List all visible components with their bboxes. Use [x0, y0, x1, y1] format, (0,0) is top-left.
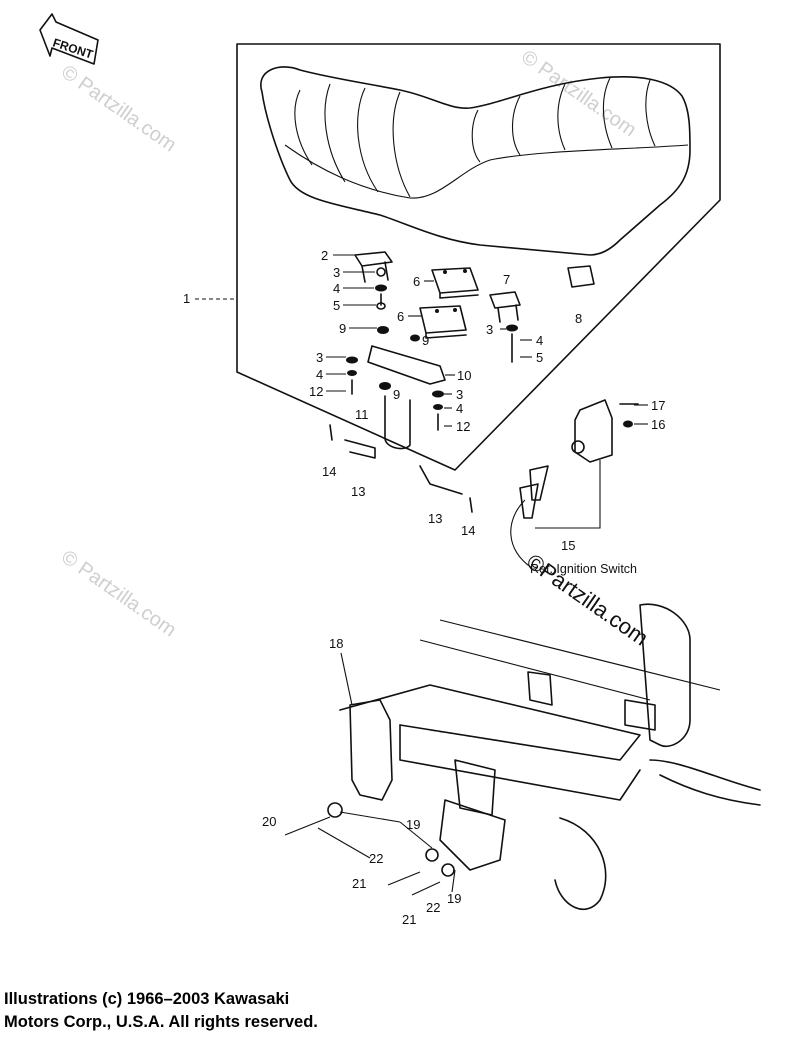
ignition-switch-reference: Ref. Ignition Switch: [530, 562, 637, 576]
callout-2: 2: [321, 248, 328, 263]
callout-numbers: 1 2 3 4 5 6 7 8 6 9 9 3 4 5 3 4 12 10 9 …: [183, 248, 665, 927]
frame-drawing: [284, 603, 761, 911]
callout-6b: 6: [397, 309, 404, 324]
callout-18: 18: [329, 636, 343, 651]
callout-13: 13: [351, 484, 365, 499]
callout-4b: 4: [536, 333, 543, 348]
callout-3: 3: [333, 265, 340, 280]
callout-3b: 3: [486, 322, 493, 337]
callout-7: 7: [503, 272, 510, 287]
watermark-top-right: © Partzilla.com: [517, 46, 640, 141]
callout-3c: 3: [316, 350, 323, 365]
callout-22: 22: [369, 851, 383, 866]
callout-5: 5: [333, 298, 340, 313]
callout-12: 12: [309, 384, 323, 399]
front-label: FRONT: [51, 36, 95, 62]
callout-21: 21: [352, 876, 366, 891]
callout-8: 8: [575, 311, 582, 326]
callout-4d: 4: [456, 401, 463, 416]
seat-drawing: [260, 66, 691, 256]
callout-10: 10: [457, 368, 471, 383]
callout-3d: 3: [456, 387, 463, 402]
callout-6: 6: [413, 274, 420, 289]
copyright-line-1: Illustrations (c) 1966–2003 Kawasaki: [4, 990, 290, 1008]
callout-19: 19: [406, 817, 420, 832]
watermarks: © Partzilla.com © Partzilla.com © Partzi…: [57, 46, 653, 651]
callout-14b: 14: [461, 523, 475, 538]
seat-assembly-box: [195, 43, 721, 471]
callout-16: 16: [651, 417, 665, 432]
callout-15: 15: [561, 538, 575, 553]
callout-19b: 19: [447, 891, 461, 906]
callout-9c: 9: [393, 387, 400, 402]
watermark-top-left: © Partzilla.com: [57, 61, 180, 156]
callout-22b: 22: [426, 900, 440, 915]
callout-5b: 5: [536, 350, 543, 365]
callout-21b: 21: [402, 912, 416, 927]
copyright-notice: Illustrations (c) 1966–2003 Kawasaki Mot…: [4, 988, 318, 1034]
ignition-switch-parts: [510, 399, 639, 569]
callout-20: 20: [262, 814, 276, 829]
callout-11: 11: [355, 407, 369, 422]
callout-13b: 13: [428, 511, 442, 526]
callout-1: 1: [183, 291, 190, 306]
front-arrow-icon: FRONT: [39, 13, 99, 65]
callout-9b: 9: [422, 333, 429, 348]
callout-12b: 12: [456, 419, 470, 434]
callout-14: 14: [322, 464, 336, 479]
leader-lines: [317, 254, 648, 893]
copyright-line-2: Motors Corp., U.S.A. All rights reserved…: [4, 1013, 318, 1031]
hinge-parts: [329, 251, 595, 513]
callout-9: 9: [339, 321, 346, 336]
callout-17: 17: [651, 398, 665, 413]
callout-4c: 4: [316, 367, 323, 382]
callout-4: 4: [333, 281, 340, 296]
watermark-middle-left: © Partzilla.com: [57, 546, 180, 641]
